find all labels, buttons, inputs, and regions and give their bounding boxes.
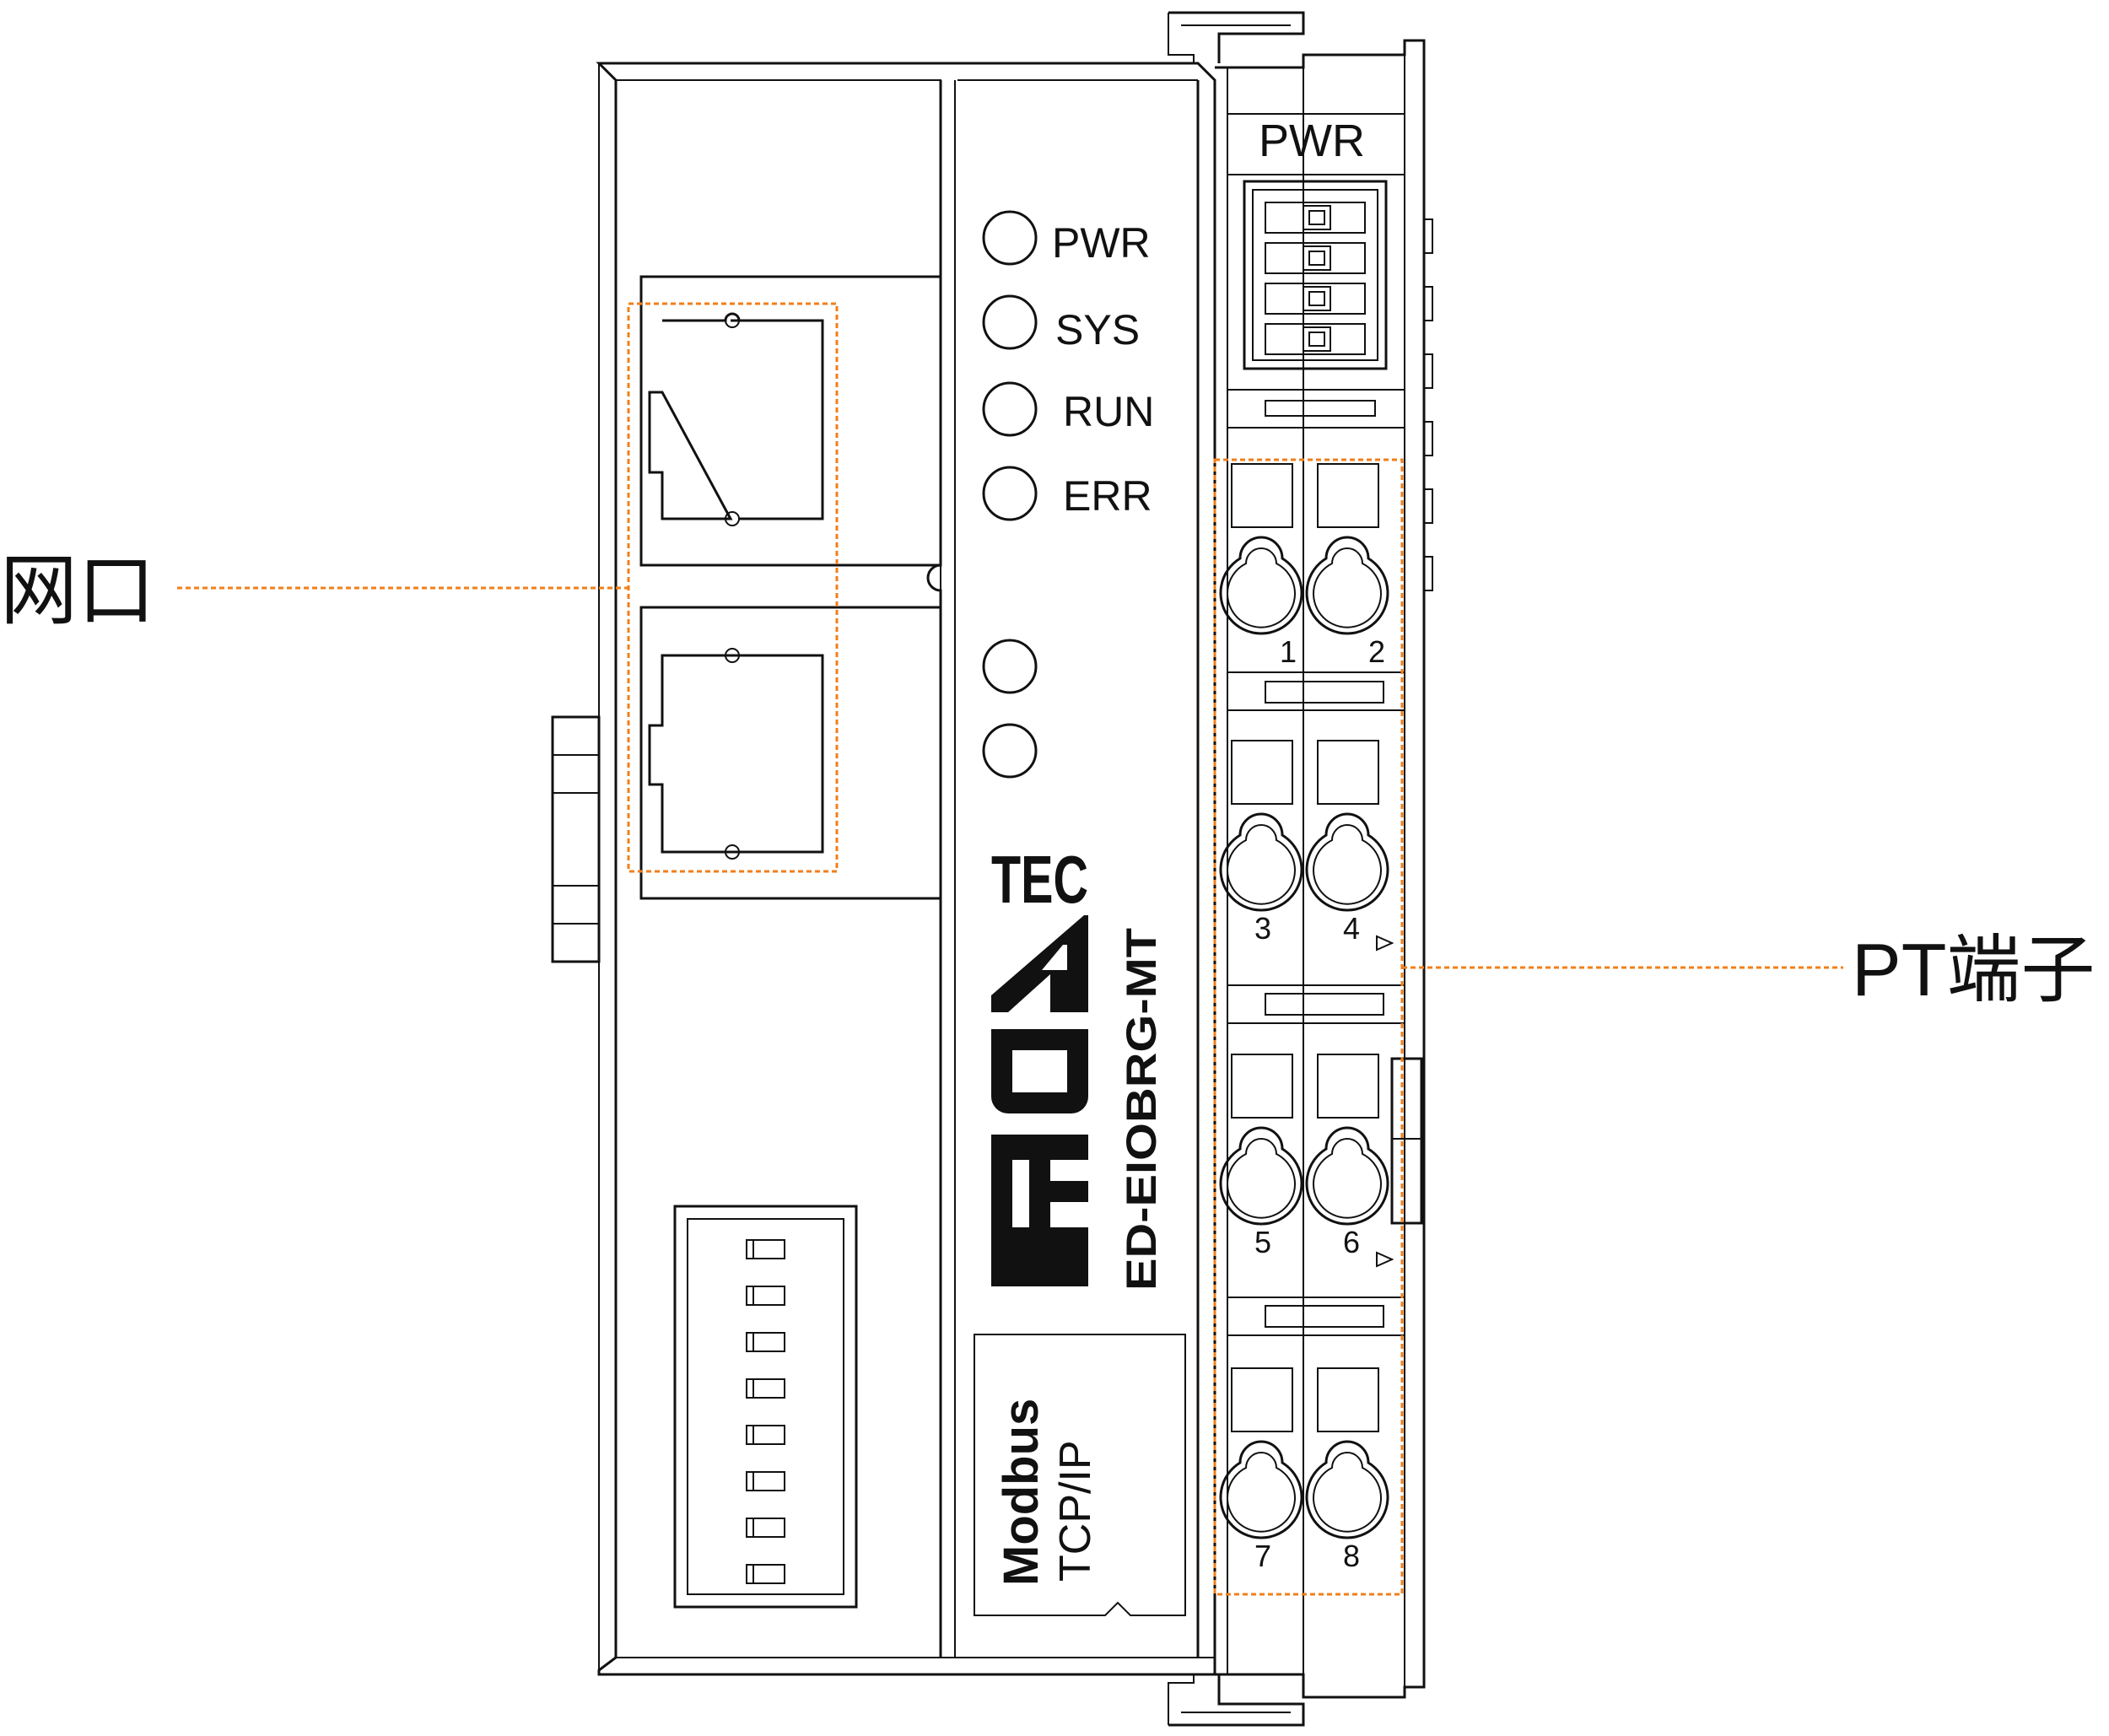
arrow-marker [1376,1251,1394,1268]
pt-terminal-1[interactable]: 1 [1219,463,1303,669]
pt-terminal-block: 1 2 3 4 5 6 7 8 [1219,460,1389,1594]
terminal-number-6: 6 [1343,1225,1360,1259]
led-label-sys: SYS [1055,306,1140,353]
terminal-number-3: 3 [1254,911,1271,946]
pt-terminal-7[interactable]: 7 [1219,1367,1303,1573]
pt-terminal-callout-label: PT端子 [1852,928,2095,1011]
led-label-err: ERR [1063,472,1152,520]
terminal-number-1: 1 [1280,634,1297,669]
led-sys: SYS [982,294,1140,353]
pt-terminal-2[interactable]: 2 [1305,463,1389,669]
side-tab [1423,556,1433,591]
power-connector-label: PWR [1259,116,1365,166]
dip-switch-4[interactable] [746,1378,785,1399]
pt-terminal-6[interactable]: 6 [1305,1054,1389,1259]
din-rail-clip [551,715,601,963]
dip-switch-1[interactable] [746,1239,785,1259]
logo-suffix: TEC [991,842,1088,917]
side-tab [1423,218,1433,254]
dip-switch-6[interactable] [746,1471,785,1491]
led-err: ERR [982,466,1152,521]
power-pin-3 [1265,283,1366,315]
dip-switch-7[interactable] [746,1518,785,1538]
terminal-number-4: 4 [1343,911,1360,946]
led-label-pwr: PWR [1052,219,1151,267]
protocol-line2: TCP/IP [1051,1440,1100,1582]
terminal-number-2: 2 [1368,634,1385,669]
pt-terminal-5[interactable]: 5 [1219,1054,1303,1259]
side-tab [1423,353,1433,389]
ethernet-port-1[interactable] [639,275,942,567]
dip-switch-5[interactable] [746,1425,785,1445]
side-tab [1423,286,1433,321]
terminal-housing: PWR [1168,11,1433,1727]
power-pin-1 [1265,202,1366,234]
dip-switch-8[interactable] [746,1564,785,1584]
power-pin-2 [1265,242,1366,274]
led-5 [982,639,1038,694]
dip-switch-3[interactable] [746,1332,785,1352]
led-label-run: RUN [1063,388,1154,435]
network-port-callout-label: 网口 [0,548,155,634]
power-pin-4 [1265,323,1366,355]
led-run: RUN [982,381,1154,437]
side-tab [1423,421,1433,456]
led-6 [982,723,1038,779]
arrow-marker [1376,935,1394,952]
terminal-number-5: 5 [1254,1225,1271,1259]
side-tab [1423,488,1433,524]
model-number: ED-EIOBRG-MT [1118,928,1165,1291]
network-port-highlight [627,302,839,873]
terminal-number-7: 7 [1254,1539,1271,1573]
pt-terminal-8[interactable]: 8 [1305,1367,1389,1573]
led-pwr: PWR [982,210,1151,267]
pt-terminal-highlight [1213,458,1404,1596]
protocol-line1: Modbus [994,1399,1049,1586]
terminal-number-8: 8 [1343,1539,1360,1573]
led-panel: PWR SYS RUN ERR [982,210,1154,779]
pt-terminal-3[interactable]: 3 [1219,740,1303,946]
dip-switch-block[interactable] [673,1205,858,1609]
ethernet-port-2[interactable] [639,606,942,900]
protocol-label-box: Modbus TCP/IP [974,1334,1186,1616]
eda-logo: TEC [991,842,1088,1286]
dip-switch-2[interactable] [746,1286,785,1306]
pt-terminal-4[interactable]: 4 [1305,740,1389,946]
